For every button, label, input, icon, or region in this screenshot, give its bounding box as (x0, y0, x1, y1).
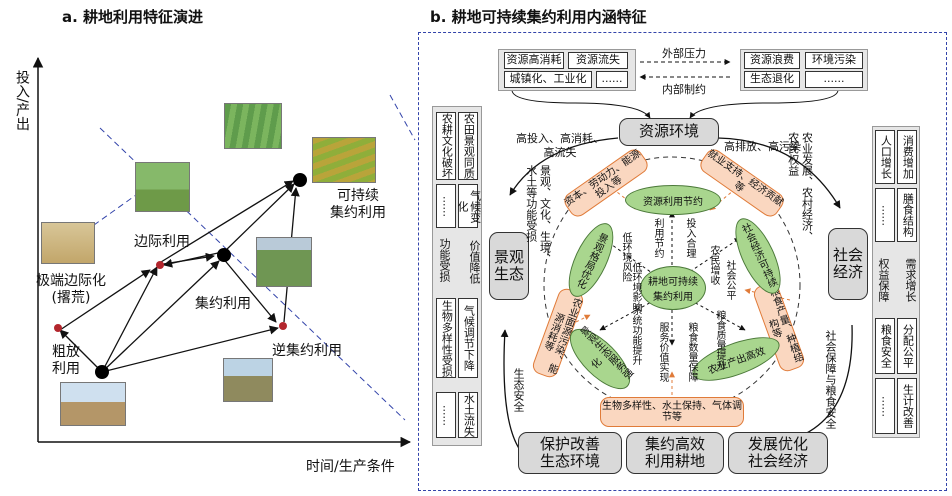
arc-label-left-bottom: 生态安全 (512, 368, 525, 412)
inner-label-quality: 粮食质量提升 (714, 310, 725, 370)
box-more-l2: ...... (436, 392, 456, 438)
label-reverse: 逆集约利用 (272, 343, 342, 359)
box-pollution: 环境污染 (805, 52, 863, 69)
box-farming-culture: 农耕文化破坏 (436, 112, 456, 180)
box-resource-loss: 资源流失 (568, 52, 628, 69)
box-fair-distribution: 分配公平 (897, 318, 917, 374)
photo-intensive (256, 237, 312, 287)
photo-marginal (135, 162, 190, 212)
box-population: 人口增长 (875, 130, 895, 184)
social-economy-box: 社会 经济 (828, 228, 868, 300)
inner-label-value: 服务价值实现 (657, 322, 668, 382)
label-extreme-marginal: 极端边际化 (撂荒) (36, 273, 106, 306)
photo-top-paddy (224, 103, 282, 149)
resource-environment-box: 资源环境 (619, 118, 719, 146)
ellipse-resource-saving: 资源利用节约 (625, 185, 721, 215)
label-demand: 需求增长 (904, 258, 917, 302)
landscape-ecology-box: 景观 生态 (489, 232, 529, 300)
inner-label-low-impact: 低环境影响 (630, 262, 641, 312)
photo-extensive (60, 382, 126, 426)
inner-label-low-risk: 低环境风险 (620, 232, 631, 282)
bottom-box-ecology: 保护改善 生态环境 (518, 432, 622, 474)
box-more-tl: ...... (596, 71, 628, 88)
photo-extreme-marginal (41, 222, 95, 264)
label-sustainable: 可持续 集约利用 (330, 188, 386, 221)
node-intensive (217, 248, 231, 262)
panel-b-title: b. 耕地可持续集约利用内涵特征 (430, 8, 647, 26)
box-consumption: 消费增加 (897, 130, 917, 184)
label-value-reduced: 价值降低 (468, 240, 481, 284)
box-climate-reg: 气候调节下降 (458, 298, 478, 378)
box-degradation: 生态退化 (744, 71, 800, 88)
box-urbanization: 城镇化、工业化 (504, 71, 592, 88)
arc-label-top-left: 高投入、高消耗、 高流失 (516, 132, 604, 159)
arc-label-left-mid: 景观、文化、生境、 水土等功能受损 (524, 165, 552, 264)
arc-label-right-bottom: 社会保障与粮食安全 (824, 330, 837, 429)
inner-label-reasonable: 投入合理 (684, 218, 695, 258)
box-waste: 资源浪费 (744, 52, 800, 69)
inner-label-saving: 利用节约 (652, 218, 663, 258)
node-reverse (279, 322, 287, 330)
inner-label-quantity: 粮食数量保障 (686, 322, 697, 382)
node-marginal (156, 261, 164, 269)
label-intensive: 集约利用 (195, 296, 251, 312)
photo-reverse (223, 358, 273, 402)
box-landscape-homog: 农田景观同质 (458, 112, 478, 180)
arc-label-right-top: 农业发展、农村经济、 农民权益 (786, 132, 814, 242)
panel-a-title: a. 耕地利用特征演进 (62, 8, 204, 26)
bottom-box-intensive: 集约高效 利用耕地 (626, 432, 724, 474)
internal-constraint-label: 内部制约 (662, 83, 706, 96)
orange-box-biodiversity: 生物多样性、水土保持、气体调节等 (600, 397, 744, 427)
box-soil-erosion: 水土流失 (458, 392, 478, 438)
x-axis-label: 时间/生产条件 (306, 459, 395, 475)
inner-label-function: 系统功能提升 (630, 305, 641, 365)
node-extensive (95, 365, 109, 379)
box-high-consumption: 资源高消耗 (504, 52, 564, 69)
box-more-l1: ...... (436, 184, 456, 228)
inner-label-fairness: 社会公平 (724, 260, 735, 300)
inner-label-income: 农民增收 (708, 245, 719, 285)
box-more-tr: ...... (805, 71, 863, 88)
arc-label-top-right: 高排放、高污染 (724, 140, 801, 153)
box-more-r1: ...... (875, 188, 895, 242)
label-extensive: 粗放 利用 (52, 344, 80, 377)
label-function-impaired: 功能受损 (438, 238, 451, 282)
y-axis-label: 投入/产出 (14, 70, 30, 131)
label-marginal: 边际利用 (134, 234, 190, 250)
box-biodiversity: 生物多样性受损 (436, 298, 456, 378)
photo-sustainable (312, 137, 376, 183)
external-pressure-label: 外部压力 (662, 47, 706, 60)
panel-b-frame (418, 32, 947, 491)
node-sustainable (293, 173, 307, 187)
label-rights: 权益保障 (877, 258, 890, 302)
box-food-security: 粮食安全 (875, 318, 895, 374)
bottom-box-social: 发展优化 社会经济 (728, 432, 828, 474)
box-climate-change: 气候变化 (456, 184, 482, 228)
box-livelihood: 生计改善 (897, 378, 917, 434)
box-more-r2: ...... (875, 378, 895, 434)
box-diet: 膳食结构 (897, 188, 917, 242)
center-ellipse: 耕地可持续集约利用 (640, 266, 706, 310)
node-extreme-marginal (54, 324, 62, 332)
